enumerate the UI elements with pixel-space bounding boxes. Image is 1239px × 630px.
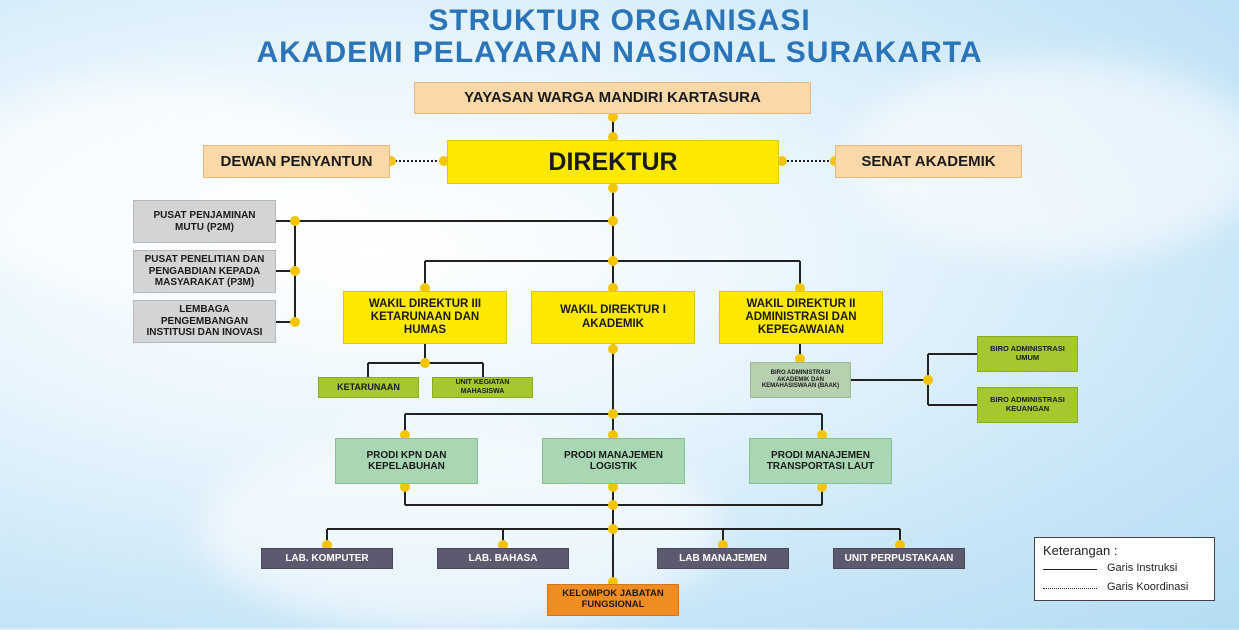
node-prodi-logistik: PRODI MANAJEMEN LOGISTIK [542, 438, 685, 484]
node-wakil-direktur-ii: WAKIL DIREKTUR II ADMINISTRASI DAN KEPEG… [719, 291, 883, 344]
node-lembaga: LEMBAGA PENGEMBANGAN INSTITUSI DAN INOVA… [133, 300, 276, 343]
node-lab-bahasa: LAB. BAHASA [437, 548, 569, 569]
node-yayasan: YAYASAN WARGA MANDIRI KARTASURA [414, 82, 811, 114]
node-lab-komputer: LAB. KOMPUTER [261, 548, 393, 569]
node-baak: BIRO ADMINISTRASI AKADEMIK DAN KEMAHASIS… [750, 362, 851, 398]
node-direktur: DIREKTUR [447, 140, 779, 184]
node-biro-keuangan: BIRO ADMINISTRASI KEUANGAN [977, 387, 1078, 423]
dotted-line-sample [1043, 588, 1097, 589]
node-biro-umum: BIRO ADMINISTRASI UMUM [977, 336, 1078, 372]
legend-dotted-label: Garis Koordinasi [1107, 581, 1189, 593]
legend: Keterangan : Garis Instruksi Garis Koord… [1034, 537, 1215, 601]
node-ukm: UNIT KEGIATAN MAHASISWA [432, 377, 533, 398]
page-subtitle: AKADEMI PELAYARAN NASIONAL SURAKARTA [256, 36, 983, 69]
node-dewan-penyantun: DEWAN PENYANTUN [203, 145, 390, 178]
solid-line-sample [1043, 569, 1097, 570]
page-title: STRUKTUR ORGANISASI [428, 4, 811, 37]
node-wakil-direktur-i: WAKIL DIREKTUR I AKADEMIK [531, 291, 695, 344]
node-p2m: PUSAT PENJAMINAN MUTU (P2M) [133, 200, 276, 243]
node-kelompok-jabatan-fungsional: KELOMPOK JABATAN FUNGSIONAL [547, 584, 679, 616]
node-prodi-kpn: PRODI KPN DAN KEPELABUHAN [335, 438, 478, 484]
node-ketarunaan: KETARUNAAN [318, 377, 419, 398]
node-p3m: PUSAT PENELITIAN DAN PENGABDIAN KEPADA M… [133, 250, 276, 293]
node-prodi-transportasi-laut: PRODI MANAJEMEN TRANSPORTASI LAUT [749, 438, 892, 484]
legend-solid-label: Garis Instruksi [1107, 562, 1178, 574]
legend-title: Keterangan : [1043, 543, 1118, 558]
node-wakil-direktur-iii: WAKIL DIREKTUR III KETARUNAAN DAN HUMAS [343, 291, 507, 344]
node-unit-perpustakaan: UNIT PERPUSTAKAAN [833, 548, 965, 569]
node-senat-akademik: SENAT AKADEMIK [835, 145, 1022, 178]
node-lab-manajemen: LAB MANAJEMEN [657, 548, 789, 569]
